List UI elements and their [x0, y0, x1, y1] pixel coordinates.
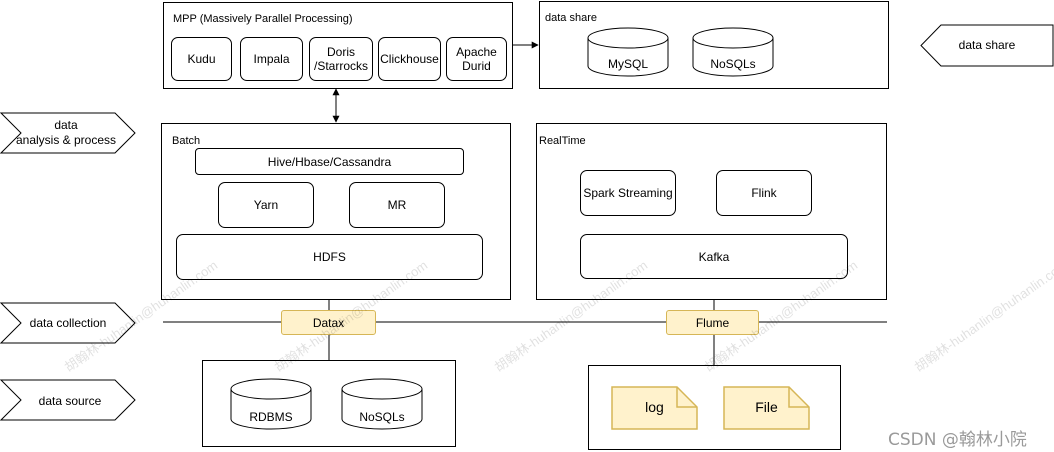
left-source-panel: [202, 360, 456, 447]
mysql-label: MySQL: [607, 56, 648, 71]
flume-box: Flume: [666, 310, 759, 335]
log-note-shape: [611, 386, 698, 430]
flink-box: Flink: [716, 170, 812, 216]
kudu-box: Kudu: [171, 37, 232, 81]
realtime-title: RealTime: [539, 135, 586, 147]
data-share-panel: [539, 1, 889, 89]
collection-side-label: data collection: [29, 315, 107, 330]
rdbms-cylinder: [230, 378, 312, 430]
yarn-box: Yarn: [218, 182, 314, 228]
hdfs-box: HDFS: [176, 234, 483, 280]
right-source-panel: [588, 365, 841, 450]
datax-box: Datax: [281, 310, 376, 335]
share-nosqls-cylinder: [692, 27, 774, 77]
file-label: File: [755, 398, 778, 415]
rdbms-label: RDBMS: [249, 409, 293, 424]
file-note-shape: [723, 386, 810, 430]
csdn-watermark: CSDN @翰林小院: [888, 430, 1027, 450]
analysis-side-shape: [0, 112, 136, 154]
mysql-cylinder: [587, 27, 669, 77]
source-side-label: data source: [38, 393, 102, 408]
clickhouse-box: Clickhouse: [378, 37, 441, 81]
mpp-title: MPP (Massively Parallel Processing): [173, 13, 353, 25]
impala-box: Impala: [240, 37, 303, 81]
batch-title: Batch: [172, 135, 201, 147]
log-label: log: [645, 398, 664, 415]
analysis-side-label: data analysis & process: [15, 118, 117, 147]
data-share-side-label: data share: [958, 37, 1016, 52]
mr-box: MR: [349, 182, 445, 228]
hive-hbase-cassandra-box: Hive/Hbase/Cassandra: [195, 148, 464, 175]
source-nosqls-cylinder: [341, 378, 423, 430]
data-share-side-shape: [920, 24, 1054, 67]
kafka-box: Kafka: [580, 234, 848, 279]
doris-starrocks-box: Doris /Starrocks: [309, 37, 373, 81]
data-share-panel-title: data share: [545, 12, 597, 24]
collection-side-shape: [0, 302, 136, 344]
source-nosqls-label: NoSQLs: [359, 409, 405, 424]
spark-streaming-box: Spark Streaming: [580, 170, 676, 216]
source-side-shape: [0, 379, 136, 421]
apache-durid-box: Apache Durid: [446, 37, 507, 81]
share-nosqls-label: NoSQLs: [710, 56, 756, 71]
